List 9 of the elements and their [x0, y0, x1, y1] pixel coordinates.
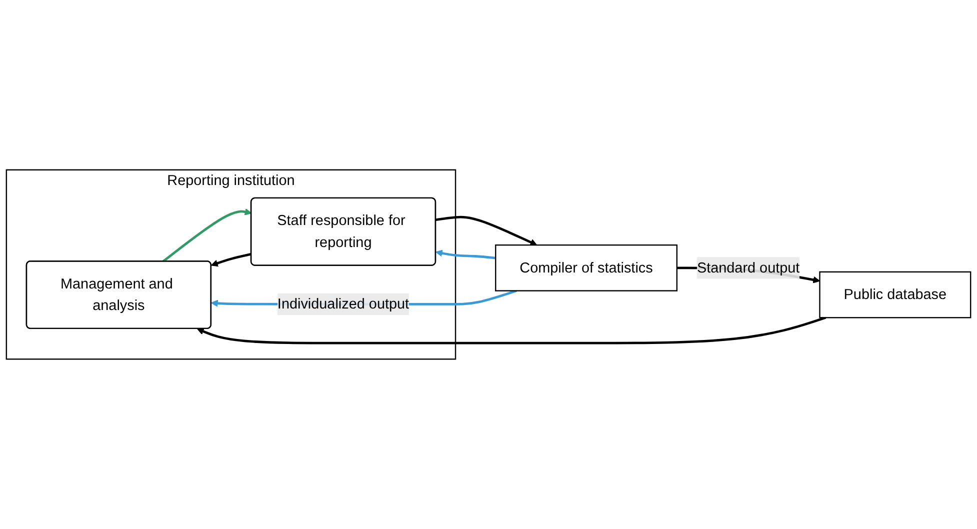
- node-box: Public database: [819, 271, 972, 318]
- arrow: [436, 250, 496, 260]
- edge-label: Standard output: [696, 259, 800, 276]
- arrow: [197, 316, 826, 344]
- arrow: [211, 252, 252, 267]
- arrow: [162, 208, 252, 262]
- arrow: [436, 216, 538, 246]
- node-box: Compiler of statistics: [495, 244, 678, 292]
- edge-label: Individualized output: [277, 296, 410, 312]
